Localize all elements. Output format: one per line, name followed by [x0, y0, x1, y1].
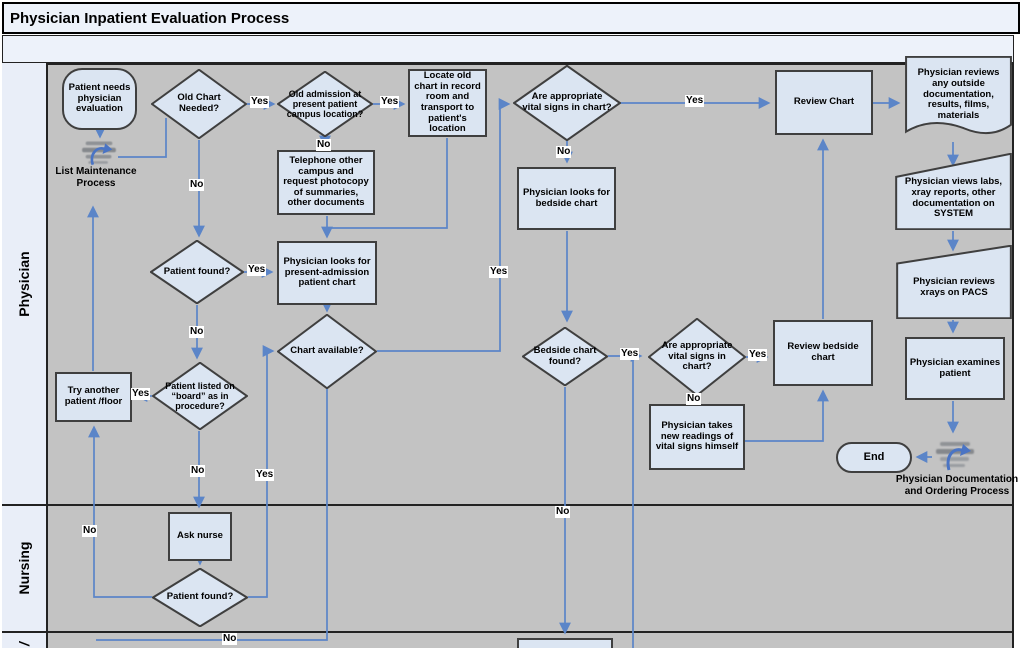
- edge-label-yes: Yes: [250, 96, 270, 108]
- node-patient-listed-board: Patient listed on “board” as in procedur…: [152, 362, 248, 430]
- node-start: Patient needs physician evaluation: [62, 68, 137, 130]
- edge-label-no: No: [189, 326, 205, 338]
- node-ask-nurse: Ask nurse: [168, 512, 232, 561]
- lane-divider: [2, 631, 1012, 633]
- node-looks-present-admission: Physician looks for present-admission pa…: [277, 241, 377, 305]
- lane-label-nursing: Nursing: [16, 541, 32, 595]
- lane-label-third: /: [16, 642, 32, 646]
- node-locate-old-chart: Locate old chart in record room and tran…: [408, 69, 487, 137]
- node-bedside-found: Bedside chart found?: [522, 327, 608, 386]
- edge-label-yes: Yes: [620, 348, 640, 360]
- edge-label-yes: Yes: [748, 349, 768, 361]
- node-views-labs: Physician views labs, xray reports, othe…: [895, 153, 1012, 230]
- edge-label-yes: Yes: [489, 266, 509, 278]
- edge-label-no: No: [556, 146, 572, 158]
- edge-label-no: No: [555, 506, 571, 518]
- node-patient-found-nursing: Patient found?: [152, 568, 248, 627]
- edge-label-no: No: [189, 179, 205, 191]
- edge-label-no: No: [222, 633, 238, 645]
- node-review-chart: Review Chart: [775, 70, 873, 135]
- node-old-chart-needed: Old Chart Needed?: [151, 69, 247, 139]
- edge-label-no: No: [686, 393, 702, 405]
- node-try-another: Try another patient /floor: [55, 372, 132, 422]
- list-maintenance-label: List Maintenance Process: [55, 166, 137, 189]
- node-new-readings: Physician takes new readings of vital si…: [649, 404, 745, 470]
- node-chart-available: Chart available?: [277, 314, 377, 389]
- page-title: Physician Inpatient Evaluation Process: [10, 9, 290, 27]
- node-vitals-in-chart-1: Are appropriate vital signs in chart?: [513, 65, 621, 141]
- edge-label-yes: Yes: [131, 388, 151, 400]
- node-patient-found-physician: Patient found?: [150, 240, 244, 304]
- lane-label-physician: Physician: [16, 251, 32, 317]
- edge-label-yes: Yes: [685, 95, 705, 107]
- list-maintenance-process-icon: [78, 138, 120, 170]
- node-end: End: [836, 442, 912, 473]
- node-reviews-pacs: Physician reviews xrays on PACS: [896, 245, 1012, 319]
- edge-label-no: No: [82, 525, 98, 537]
- header-band: [2, 35, 1014, 63]
- edge-label-yes: Yes: [255, 469, 275, 481]
- node-examines-patient: Physician examines patient: [905, 337, 1005, 400]
- documentation-ordering-process-icon: [933, 438, 977, 474]
- edge-label-yes: Yes: [380, 96, 400, 108]
- node-cutoff-box: [517, 638, 613, 648]
- edge-label-yes: Yes: [247, 264, 267, 276]
- node-telephone-other-campus: Telephone other campus and request photo…: [277, 150, 375, 215]
- node-vitals-in-chart-2: Are appropriate vital signs in chart?: [648, 318, 746, 396]
- node-old-admission: Old admission at present patient campus …: [277, 71, 373, 137]
- edge-label-no: No: [190, 465, 206, 477]
- title-bar: Physician Inpatient Evaluation Process: [2, 2, 1020, 34]
- node-looks-bedside: Physician looks for bedside chart: [517, 167, 616, 230]
- lane-label-column: [2, 63, 48, 648]
- lane-divider: [2, 504, 1012, 506]
- node-outside-docs: Physician reviews any outside documentat…: [905, 56, 1012, 142]
- edge-label-no: No: [316, 139, 332, 151]
- documentation-ordering-label: Physician Documentation and Ordering Pro…: [895, 474, 1019, 497]
- node-review-bedside: Review bedside chart: [773, 320, 873, 386]
